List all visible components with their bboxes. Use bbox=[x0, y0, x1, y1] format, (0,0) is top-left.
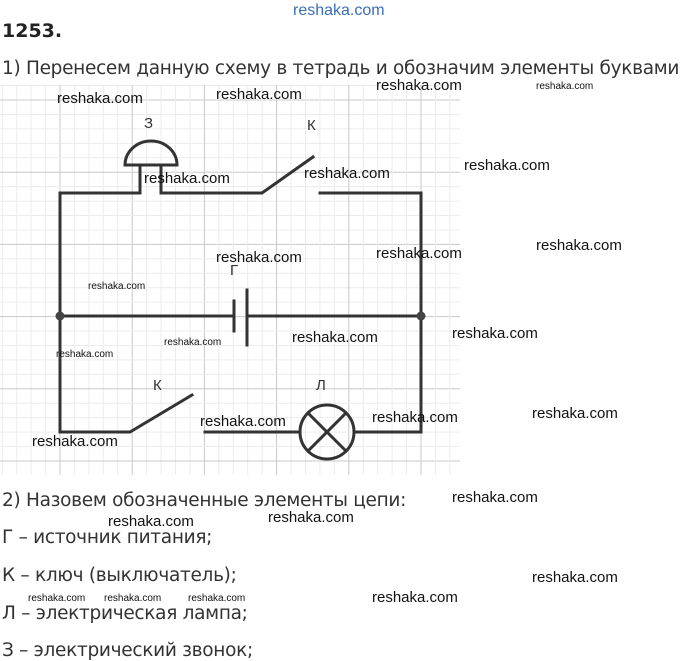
wire-bottom bbox=[58, 314, 423, 434]
watermark: reshaka.com bbox=[464, 157, 550, 174]
watermark: reshaka.com bbox=[532, 569, 618, 586]
site-watermark[interactable]: reshaka.com bbox=[293, 2, 385, 19]
lamp-icon bbox=[298, 403, 356, 461]
list-item: Л – электрическая лампа; bbox=[2, 603, 248, 624]
watermark: reshaka.com bbox=[292, 329, 378, 346]
label-lamp: Л bbox=[316, 377, 326, 394]
bell-icon bbox=[123, 139, 179, 167]
watermark: reshaka.com bbox=[268, 509, 354, 526]
watermark: reshaka.com bbox=[144, 170, 230, 187]
watermark: reshaka.com bbox=[452, 489, 538, 506]
list-item: Г – источник питания; bbox=[2, 527, 213, 548]
watermark: reshaka.com bbox=[304, 165, 390, 182]
watermark: reshaka.com bbox=[372, 589, 458, 606]
watermark: reshaka.com bbox=[188, 593, 246, 604]
watermark: reshaka.com bbox=[536, 81, 594, 92]
watermark: reshaka.com bbox=[164, 337, 222, 348]
junction-right bbox=[416, 311, 426, 321]
label-key-top: К bbox=[307, 117, 316, 134]
watermark: reshaka.com bbox=[536, 237, 622, 254]
junction-left bbox=[55, 311, 65, 321]
watermark: reshaka.com bbox=[28, 593, 86, 604]
watermark: reshaka.com bbox=[216, 86, 302, 103]
watermark: reshaka.com bbox=[108, 513, 194, 530]
wire-top-right bbox=[318, 191, 423, 434]
watermark: reshaka.com bbox=[88, 281, 146, 292]
watermark: reshaka.com bbox=[200, 413, 286, 430]
label-source: Г bbox=[230, 262, 238, 279]
grid-background bbox=[0, 85, 460, 475]
watermark: reshaka.com bbox=[452, 325, 538, 342]
list-item: З – электрический звонок; bbox=[2, 640, 253, 661]
problem-number: 1253. bbox=[2, 20, 63, 42]
label-key-bottom: К bbox=[153, 377, 162, 394]
step-1-text: 1) Перенесем данную схему в тетрадь и об… bbox=[2, 58, 681, 79]
watermark: reshaka.com bbox=[532, 405, 618, 422]
watermark: reshaka.com bbox=[376, 245, 462, 262]
watermark: reshaka.com bbox=[376, 77, 462, 94]
circuit-diagram: З К Г К Л bbox=[0, 85, 460, 475]
step-2-text: 2) Назовем обозначенные элементы цепи: bbox=[2, 490, 407, 511]
watermark: reshaka.com bbox=[57, 90, 143, 107]
wire-top-left bbox=[58, 154, 316, 318]
watermark: reshaka.com bbox=[104, 593, 162, 604]
watermark: reshaka.com bbox=[216, 249, 302, 266]
label-bell: З bbox=[144, 115, 153, 132]
watermark: reshaka.com bbox=[56, 349, 114, 360]
watermark: reshaka.com bbox=[32, 433, 118, 450]
watermark: reshaka.com bbox=[372, 409, 458, 426]
list-item: К – ключ (выключатель); bbox=[2, 565, 237, 586]
